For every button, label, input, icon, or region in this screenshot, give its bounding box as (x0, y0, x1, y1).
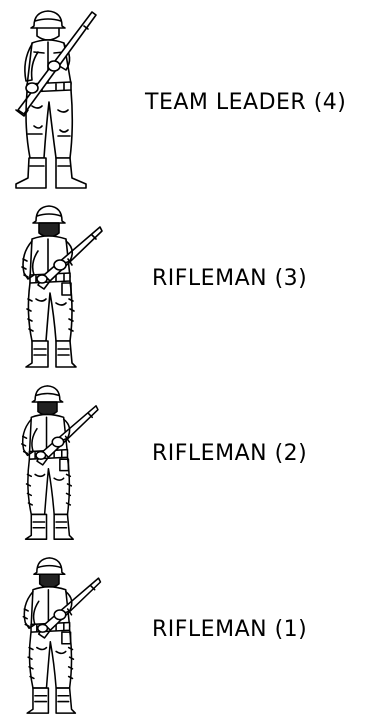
role-label: RIFLEMAN (3) (152, 266, 308, 291)
soldier-ready-icon (14, 203, 104, 371)
role-label: TEAM LEADER (4) (145, 90, 347, 115)
role-row-rifleman-2: RIFLEMAN (2) (0, 383, 380, 553)
role-label: RIFLEMAN (1) (152, 617, 308, 642)
role-row-team-leader: TEAM LEADER (4) (0, 6, 380, 196)
role-row-rifleman-3: RIFLEMAN (3) (0, 203, 380, 373)
soldier-port-arms-icon (4, 6, 100, 191)
role-label: RIFLEMAN (2) (152, 441, 308, 466)
role-row-rifleman-1: RIFLEMAN (1) (0, 555, 380, 719)
soldier-ready-icon (14, 555, 104, 717)
soldier-ready-icon (12, 383, 102, 543)
